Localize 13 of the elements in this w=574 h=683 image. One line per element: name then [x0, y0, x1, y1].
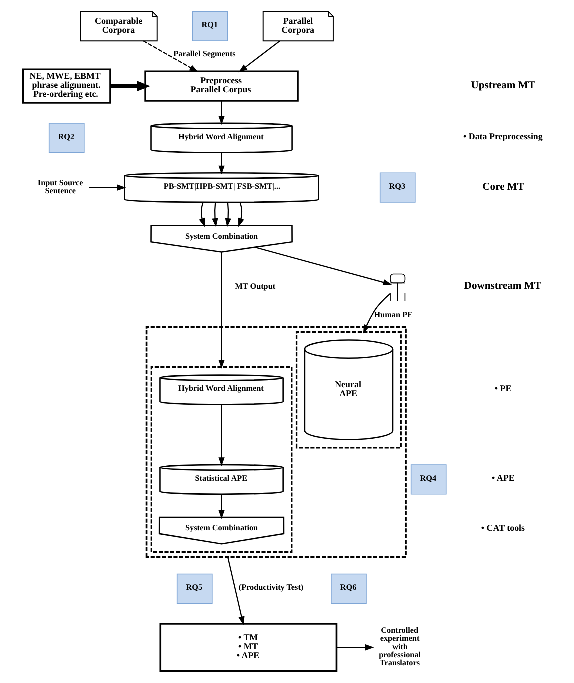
label: Upstream MT	[471, 80, 536, 92]
node-text: Controlled experiment with professional Translators	[379, 626, 422, 668]
label: • PE	[494, 383, 512, 394]
edge-label: MT Output	[235, 282, 276, 291]
edge-label: Parallel Segments	[174, 50, 236, 59]
label: • APE	[492, 473, 515, 484]
label: Core MT	[482, 182, 524, 193]
label: • CAT tools	[481, 522, 526, 533]
edge-label: (Productivity Test)	[238, 583, 304, 592]
edge-label: Human PE	[374, 310, 413, 320]
label: Downstream MT	[464, 281, 542, 292]
label: • Data Preprocessing	[464, 132, 543, 142]
node-text: Input Source Sentence	[38, 178, 84, 196]
